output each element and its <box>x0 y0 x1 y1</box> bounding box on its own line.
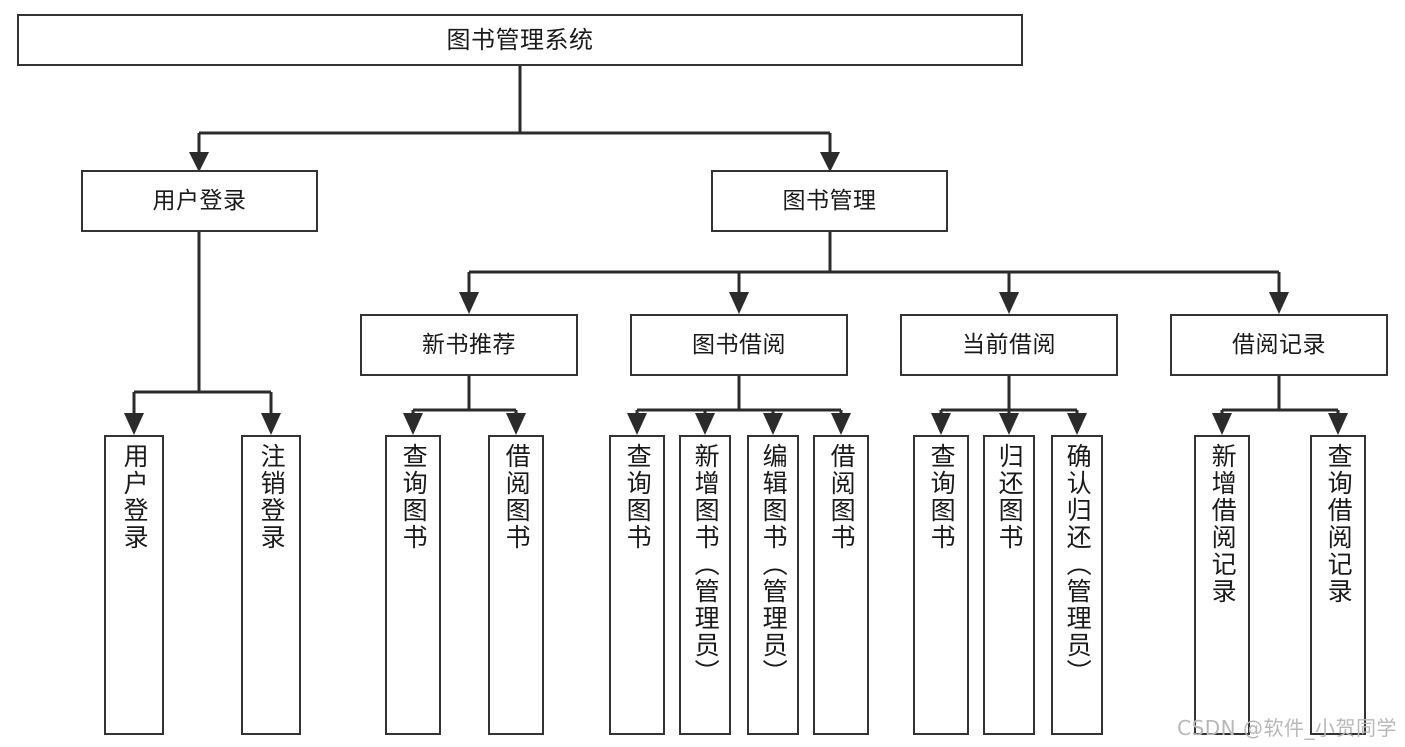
node-leaf-user-login[interactable]: 用户登录 <box>104 435 164 735</box>
arrow-borrow-to-leaf4 <box>831 413 851 435</box>
node-label: 查询图书 <box>399 443 429 551</box>
node-label: 用户登录 <box>120 443 150 551</box>
node-label: 借阅图书 <box>502 443 532 551</box>
arrow-recommend-to-leaf1 <box>403 413 423 435</box>
node-label: 查询借阅记录 <box>1324 443 1354 605</box>
node-leaf-query-book-borrow[interactable]: 查询图书 <box>609 435 665 735</box>
arrow-borrow-to-leaf1 <box>627 413 647 435</box>
node-label: 图书管理 <box>782 187 877 214</box>
node-leaf-query-borrow-record[interactable]: 查询借阅记录 <box>1310 435 1366 735</box>
arrow-bookmgmt-to-recommend <box>459 292 479 314</box>
arrow-record-to-leaf1 <box>1212 413 1232 435</box>
node-label: 注销登录 <box>257 443 287 551</box>
node-new-book-recommend[interactable]: 新书推荐 <box>360 314 578 376</box>
csdn-watermark: CSDN @软件_小贺同学 <box>1177 716 1397 740</box>
node-label: 用户登录 <box>152 187 247 214</box>
node-user-login[interactable]: 用户登录 <box>81 170 318 232</box>
node-label: 确认归还（管理员） <box>1063 443 1093 686</box>
arrow-current-to-leaf1 <box>931 413 951 435</box>
arrow-record-to-leaf2 <box>1328 413 1348 435</box>
node-label: 借阅图书 <box>827 443 857 551</box>
node-root-book-management-system[interactable]: 图书管理系统 <box>17 14 1023 66</box>
node-label: 新增借阅记录 <box>1208 443 1238 605</box>
arrow-userlogin-to-leaf2 <box>261 413 281 435</box>
arrow-bookmgmt-to-record <box>1269 292 1289 314</box>
node-label: 新书推荐 <box>422 331 516 358</box>
arrow-current-to-leaf2 <box>999 413 1019 435</box>
arrow-root-to-book-mgmt <box>820 152 840 172</box>
arrow-root-to-user-login <box>189 152 209 172</box>
node-borrow-record[interactable]: 借阅记录 <box>1170 314 1388 376</box>
node-label: 当前借阅 <box>962 331 1056 358</box>
node-label: 查询图书 <box>927 443 957 551</box>
node-leaf-borrow-book-recommend[interactable]: 借阅图书 <box>488 435 544 735</box>
node-label: 归还图书 <box>995 443 1025 551</box>
node-leaf-query-book-recommend[interactable]: 查询图书 <box>385 435 441 735</box>
node-label: 图书管理系统 <box>446 26 594 54</box>
arrow-userlogin-to-leaf1 <box>124 413 144 435</box>
node-current-borrow[interactable]: 当前借阅 <box>900 314 1118 376</box>
arrow-borrow-to-leaf3 <box>763 413 783 435</box>
node-leaf-edit-book[interactable]: 编辑图书（管理员） <box>747 435 799 735</box>
arrow-bookmgmt-to-borrow <box>729 292 749 314</box>
arrow-bookmgmt-to-current <box>999 292 1019 314</box>
node-leaf-query-book-current[interactable]: 查询图书 <box>913 435 969 735</box>
node-leaf-logout-login[interactable]: 注销登录 <box>241 435 301 735</box>
arrow-recommend-to-leaf2 <box>506 413 526 435</box>
node-leaf-add-borrow-record[interactable]: 新增借阅记录 <box>1194 435 1250 735</box>
node-label: 查询图书 <box>623 443 653 551</box>
arrow-current-to-leaf3 <box>1067 413 1087 435</box>
arrow-borrow-to-leaf2 <box>695 413 715 435</box>
node-label: 借阅记录 <box>1232 331 1326 358</box>
node-label: 编辑图书（管理员） <box>759 443 789 686</box>
node-label: 图书借阅 <box>692 331 786 358</box>
node-leaf-confirm-return[interactable]: 确认归还（管理员） <box>1051 435 1103 735</box>
node-book-borrow[interactable]: 图书借阅 <box>630 314 848 376</box>
node-leaf-return-book[interactable]: 归还图书 <box>983 435 1035 735</box>
node-label: 新增图书（管理员） <box>691 443 721 686</box>
node-book-management[interactable]: 图书管理 <box>711 170 948 232</box>
node-leaf-add-book[interactable]: 新增图书（管理员） <box>679 435 731 735</box>
node-leaf-borrow-book[interactable]: 借阅图书 <box>813 435 869 735</box>
